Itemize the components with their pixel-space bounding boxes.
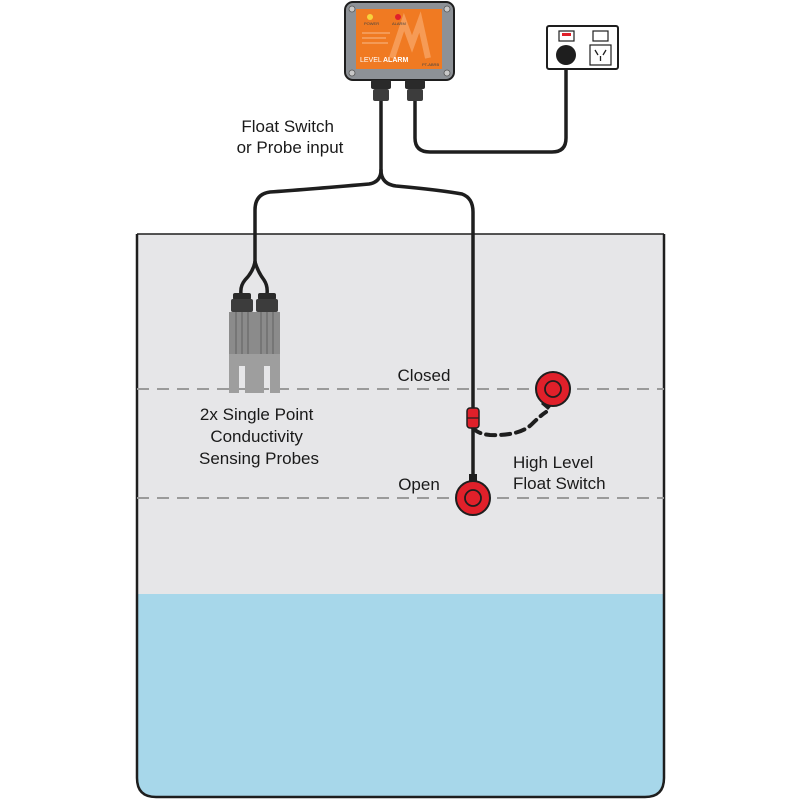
input-label: Float Switch or Probe input	[237, 117, 344, 157]
input-label-line-2: or Probe input	[237, 138, 344, 157]
alarm-led-label: ALARM	[392, 21, 406, 26]
closed-label: Closed	[398, 366, 451, 385]
screw-top-right	[443, 5, 451, 13]
socket-pins-icon	[594, 49, 607, 61]
screw-top-left	[348, 5, 356, 13]
probe-right-gland	[258, 293, 276, 300]
probe-left	[229, 293, 255, 393]
probe-left-nut	[231, 299, 253, 312]
power-cable-gland	[405, 80, 425, 89]
input-cable	[253, 98, 383, 264]
tank	[135, 233, 666, 799]
brand-level: LEVEL	[360, 57, 382, 64]
probe-right-tip	[254, 354, 280, 393]
power-outlet	[546, 25, 619, 70]
probe-split-right	[253, 260, 269, 296]
probes-label-line-3: Sensing Probes	[199, 449, 319, 468]
probes-label-line-2: Conductivity	[210, 427, 303, 446]
power-led-label: POWER	[364, 21, 379, 26]
screw-bottom-left	[348, 69, 356, 77]
input-cable-gland	[371, 80, 391, 89]
outlet-switch-right	[592, 30, 609, 42]
outlet-switch-indicator	[562, 33, 571, 36]
float-open-position	[455, 474, 491, 516]
float-open-center	[464, 489, 482, 507]
socket-right	[589, 44, 612, 66]
float-closed-ball	[535, 371, 571, 407]
float-cable	[379, 168, 475, 482]
screw-bottom-right	[443, 69, 451, 77]
tank-air-space	[137, 234, 664, 594]
open-label: Open	[398, 475, 440, 494]
float-switch-label-line-2: Float Switch	[513, 474, 606, 493]
float-tether	[471, 410, 548, 438]
float-coupler	[466, 407, 480, 429]
float-closed-center	[544, 380, 562, 398]
controller-watermark-icon	[389, 11, 431, 59]
plug-icon	[556, 45, 576, 65]
float-open-ball	[455, 480, 491, 516]
probe-left-gland	[233, 293, 251, 300]
power-led-icon	[367, 14, 373, 20]
float-open-stem	[469, 474, 477, 484]
probes-label: 2x Single Point Conductivity Sensing Pro…	[199, 405, 319, 468]
float-switch-label-line-1: High Level	[513, 453, 593, 472]
model-number: PT-ABRB	[422, 62, 439, 67]
level-alarm-controller: POWER ALARM LEVEL ALARM PT-ABRB	[344, 1, 455, 101]
alarm-led-icon	[395, 14, 401, 20]
power-cable	[413, 60, 568, 154]
input-label-line-1: Float Switch	[241, 117, 334, 136]
brand-alarm: ALARM	[383, 57, 408, 64]
input-cable-gland-nut	[373, 89, 389, 101]
power-cable-gland-nut	[407, 89, 423, 101]
tank-water	[137, 594, 664, 797]
cables	[239, 60, 568, 482]
probe-left-tip	[229, 354, 255, 393]
probe-right	[254, 293, 280, 393]
probe-right-nut	[256, 299, 278, 312]
tank-outline	[135, 234, 666, 799]
probe-split-left	[239, 260, 257, 296]
float-closed-position	[535, 371, 571, 410]
conductivity-probes	[229, 293, 280, 393]
probes-label-line-1: 2x Single Point	[200, 405, 314, 424]
float-switch-label: High Level Float Switch	[513, 453, 606, 493]
